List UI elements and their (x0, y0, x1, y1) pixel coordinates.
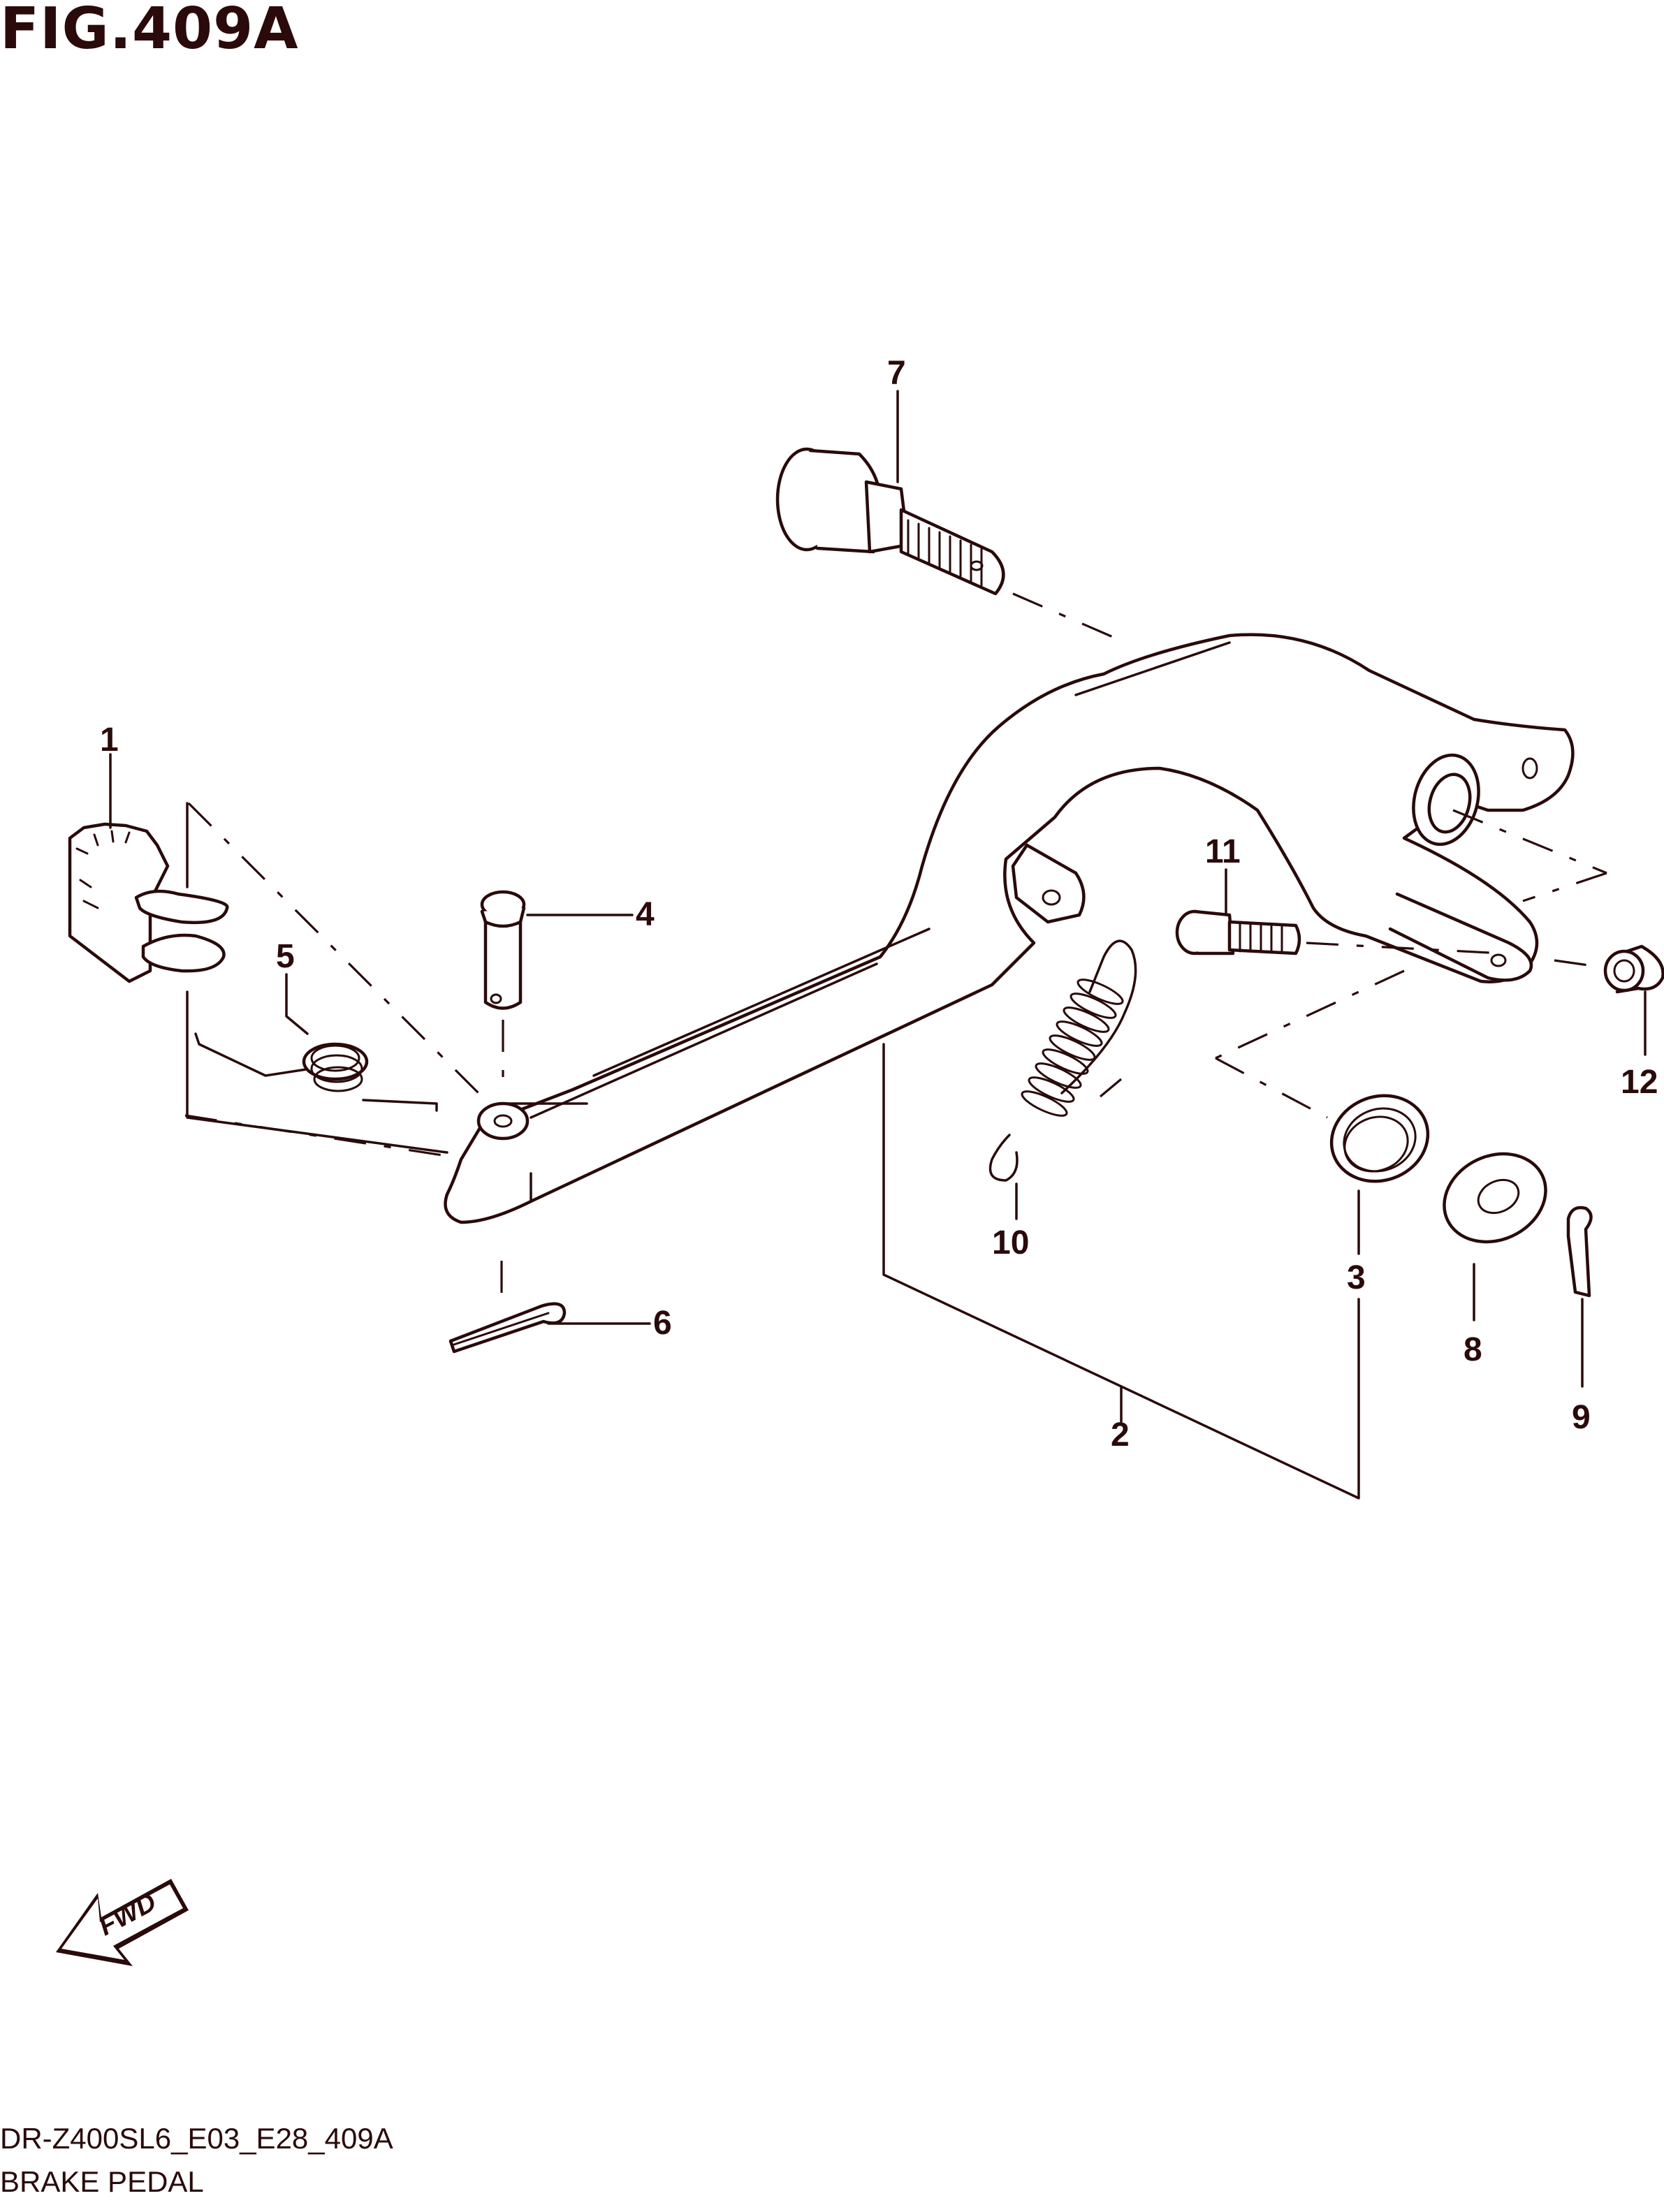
part-5-return-spring[interactable] (194, 1032, 438, 1112)
figure-title: FIG.409A (0, 0, 299, 62)
part-6-cotter-pin[interactable] (448, 1302, 567, 1354)
part-11-bolt[interactable] (1175, 909, 1301, 955)
part-7-pivot-bolt[interactable] (775, 447, 1005, 596)
part-2-brake-pedal[interactable] (444, 633, 1575, 1224)
part-1-bracket[interactable] (68, 822, 229, 983)
figure-name: BRAKE PEDAL (0, 2165, 204, 2198)
part-8-washer[interactable] (1430, 1138, 1561, 1258)
part-12-nut[interactable] (1603, 944, 1664, 994)
callout-11: 11 (1205, 833, 1241, 870)
callout-labels: 1 2 3 4 5 6 7 8 9 10 11 12 (100, 355, 1658, 1453)
callout-6: 6 (653, 1305, 672, 1342)
callout-5: 5 (276, 938, 295, 975)
callout-1: 1 (100, 722, 119, 759)
callout-9: 9 (1572, 1399, 1591, 1436)
callout-4: 4 (636, 896, 655, 933)
part-3-seal[interactable] (1320, 1083, 1440, 1195)
callout-3: 3 (1347, 1259, 1366, 1296)
part-10-tension-spring[interactable] (988, 939, 1137, 1182)
callout-8: 8 (1464, 1331, 1482, 1368)
part-9-cotter-pin[interactable] (1566, 1206, 1593, 1298)
callout-12: 12 (1621, 1064, 1658, 1101)
leader-lines (109, 390, 1647, 1500)
figure-code: DR-Z400SL6_E03_E28_409A (0, 2122, 393, 2155)
callout-10: 10 (992, 1224, 1029, 1261)
callout-7: 7 (887, 355, 906, 392)
fwd-arrow-icon: FWD (56, 1879, 189, 1966)
part-4-clevis-pin[interactable] (480, 890, 526, 1010)
callout-2: 2 (1111, 1416, 1130, 1453)
